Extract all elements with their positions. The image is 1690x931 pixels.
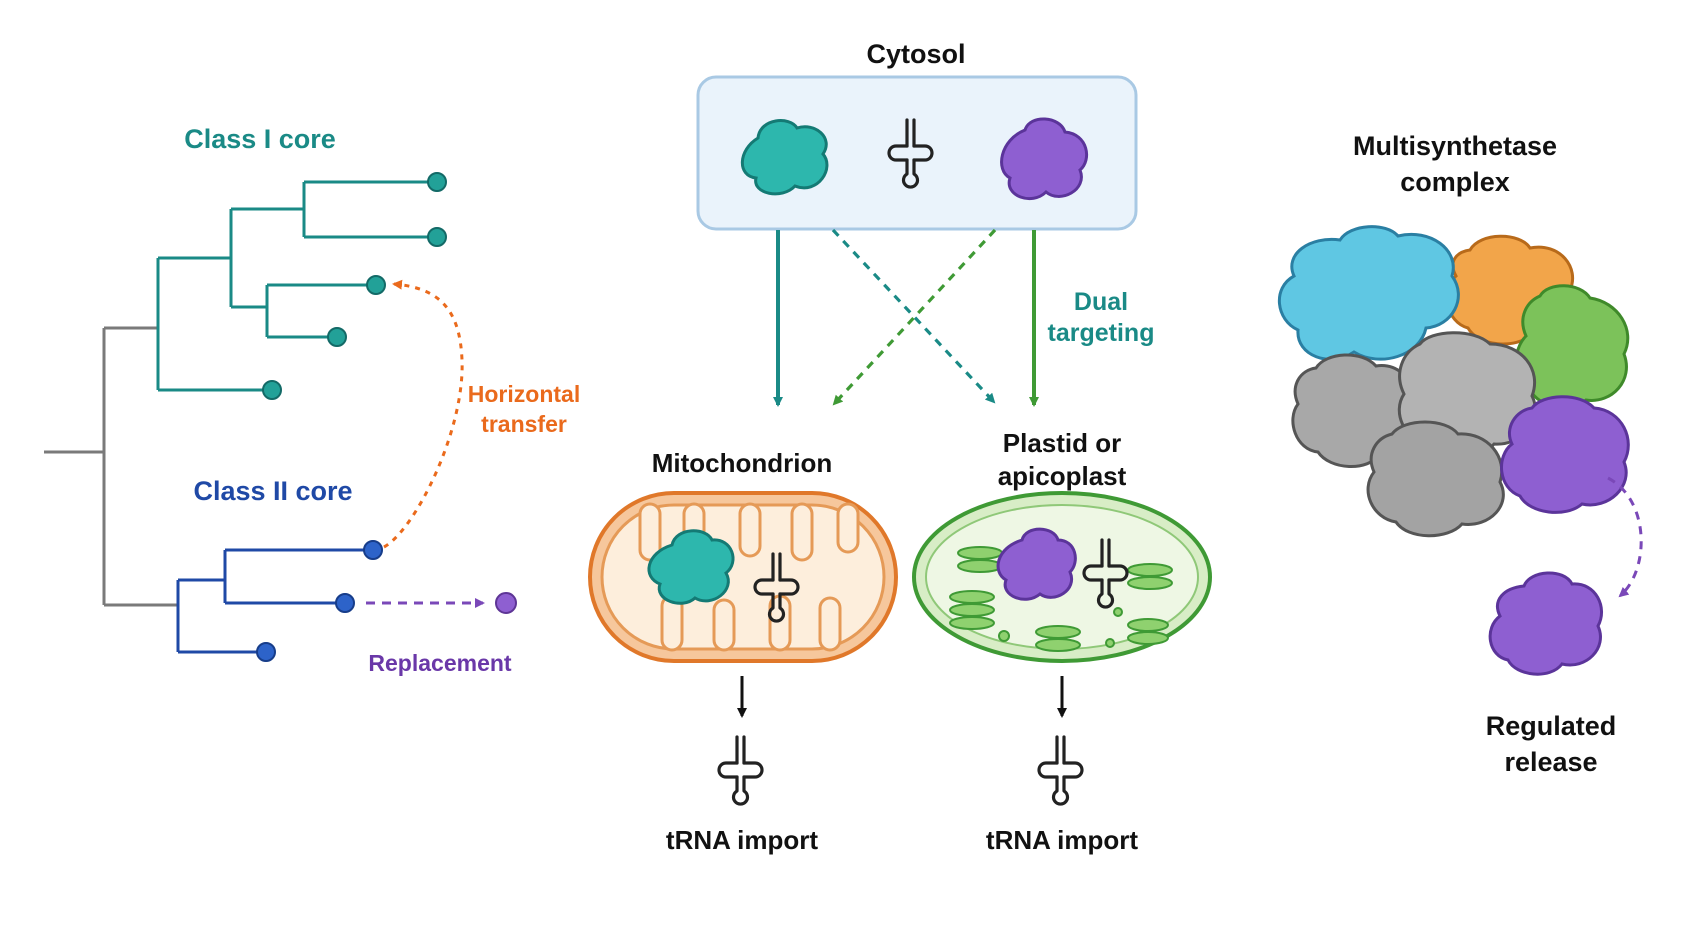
dual-target-teal-arrow bbox=[831, 228, 996, 404]
tree-root bbox=[44, 326, 178, 607]
trna-cloverleaf-icon bbox=[717, 735, 764, 806]
thylakoid-stacks bbox=[949, 546, 1173, 652]
phylogenetic-tree: Class I core Class II core Horizontal tr… bbox=[44, 124, 580, 676]
replacement-label: Replacement bbox=[368, 650, 512, 676]
enzyme-blob-icon bbox=[647, 529, 735, 605]
trna-import-right-label: tRNA import bbox=[986, 825, 1138, 855]
horizontal-transfer-arrow bbox=[383, 279, 464, 549]
class1-label: Class I core bbox=[184, 124, 336, 154]
enzyme-blob-icon bbox=[1000, 117, 1089, 201]
plastid-label-line1: Plastid or bbox=[1003, 428, 1121, 458]
class2-label: Class II core bbox=[193, 476, 352, 506]
enzyme-blob-icon bbox=[1514, 284, 1630, 410]
complex-title-line1: Multisynthetase bbox=[1353, 131, 1557, 161]
multisynthetase-complex: Multisynthetase complex Regulated releas… bbox=[1278, 131, 1643, 777]
mitochondrion-label: Mitochondrion bbox=[652, 448, 833, 478]
class1-branches bbox=[156, 180, 434, 392]
horizontal-transfer-label-line1: Horizontal bbox=[468, 381, 580, 407]
plastid-label-line2: apicoplast bbox=[998, 461, 1127, 491]
class2-tips bbox=[256, 540, 383, 662]
cytosol-panel: Cytosol bbox=[696, 39, 1138, 231]
dual-target-green-arrow bbox=[832, 228, 997, 406]
targeting-arrows: Dual targeting bbox=[773, 228, 1155, 407]
regulated-release-arrow bbox=[1607, 476, 1643, 598]
trna-import-right: tRNA import bbox=[986, 676, 1138, 855]
enzyme-blob-icon bbox=[1488, 571, 1604, 676]
enzyme-blob-icon bbox=[1500, 395, 1630, 514]
mitochondrion: Mitochondrion bbox=[588, 448, 898, 663]
trna-import-left-label: tRNA import bbox=[666, 825, 818, 855]
trna-import-left: tRNA import bbox=[666, 676, 818, 855]
class1-tips bbox=[262, 172, 447, 400]
release-label-line2: release bbox=[1504, 747, 1597, 777]
dual-targeting-label-line1: Dual bbox=[1074, 288, 1128, 316]
enzyme-blob-icon bbox=[1278, 225, 1460, 361]
replacement-tip bbox=[495, 592, 517, 614]
mitochondrion-cristae bbox=[638, 502, 860, 652]
horizontal-transfer-label-line2: transfer bbox=[481, 411, 567, 437]
dual-targeting-label-line2: targeting bbox=[1048, 319, 1155, 347]
complex-title-line2: complex bbox=[1400, 167, 1510, 197]
enzyme-blob-icon bbox=[1366, 420, 1505, 538]
plastid: Plastid or apicoplast bbox=[912, 428, 1212, 663]
class2-branches bbox=[176, 548, 369, 654]
enzyme-blob-icon bbox=[740, 119, 829, 196]
release-label-line1: Regulated bbox=[1486, 711, 1617, 741]
enzyme-blob-icon bbox=[996, 527, 1077, 601]
trna-cloverleaf-icon bbox=[1037, 735, 1084, 806]
cytosol-label: Cytosol bbox=[866, 39, 965, 69]
